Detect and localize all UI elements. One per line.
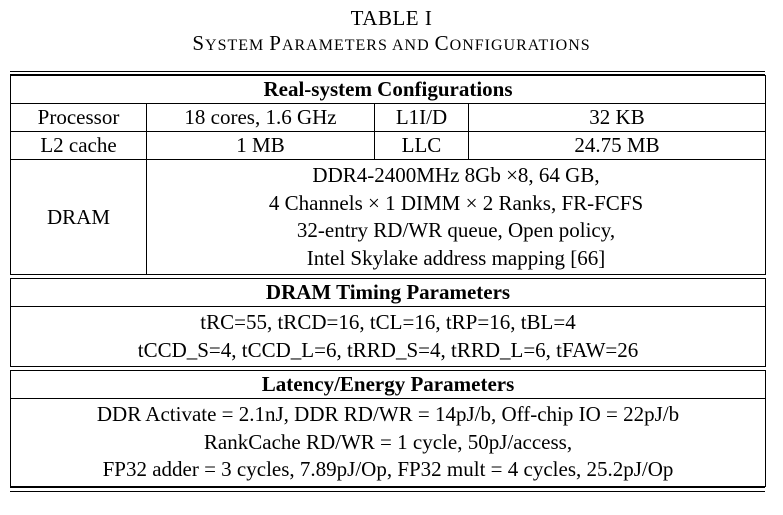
table-title: SYSTEM PARAMETERS AND CONFIGURATIONS	[192, 31, 591, 55]
section-heading-row: Real-system Configurations	[9, 75, 767, 104]
dram-line: 32-entry RD/WR queue, Open policy,	[296, 218, 616, 242]
l1-label: L1I/D	[374, 103, 469, 132]
section-heading-real-system: Real-system Configurations	[9, 75, 767, 104]
table-caption: TABLE I SYSTEM PARAMETERS AND CONFIGURAT…	[0, 0, 783, 59]
table-label: TABLE I	[350, 6, 433, 30]
section-heading-energy: Latency/Energy Parameters	[9, 370, 767, 399]
bottom-double-rule	[10, 486, 765, 492]
timing-line: tRC=55, tRCD=16, tCL=16, tRP=16, tBL=4	[200, 310, 576, 334]
energy-line: FP32 adder = 3 cycles, 7.89pJ/Op, FP32 m…	[102, 457, 674, 481]
processor-value: 18 cores, 1.6 GHz	[146, 103, 375, 132]
table-row: DRAM DDR4-2400MHz 8Gb ×8, 64 GB, 4 Chann…	[10, 159, 767, 275]
dram-line: 4 Channels × 1 DIMM × 2 Ranks, FR-FCFS	[268, 190, 644, 215]
parameters-table: Real-system Configurations Processor 18 …	[9, 71, 767, 492]
energy-line: RankCache RD/WR = 1 cycle, 50pJ/access,	[203, 429, 573, 454]
section-heading-row: DRAM Timing Parameters	[9, 278, 767, 307]
llc-value: 24.75 MB	[467, 131, 767, 160]
llc-label: LLC	[374, 131, 469, 160]
dram-label: DRAM	[10, 159, 147, 275]
top-double-rule	[10, 71, 765, 75]
energy-values: DDR Activate = 2.1nJ, DDR RD/WR = 14pJ/b…	[9, 398, 767, 487]
dram-line: DDR4-2400MHz 8Gb ×8, 64 GB,	[312, 163, 600, 187]
table-row: DDR Activate = 2.1nJ, DDR RD/WR = 14pJ/b…	[9, 398, 767, 487]
l1-value: 32 KB	[467, 103, 767, 132]
table-row: Processor 18 cores, 1.6 GHz L1I/D 32 KB	[10, 103, 767, 132]
section-heading-row: Latency/Energy Parameters	[9, 370, 767, 399]
processor-label: Processor	[10, 103, 147, 132]
dram-line: Intel Skylake address mapping [66]	[306, 245, 606, 270]
energy-line: DDR Activate = 2.1nJ, DDR RD/WR = 14pJ/b…	[96, 402, 680, 426]
section-heading-timing: DRAM Timing Parameters	[9, 278, 767, 307]
table-row: L2 cache 1 MB LLC 24.75 MB	[10, 131, 767, 160]
dram-value: DDR4-2400MHz 8Gb ×8, 64 GB, 4 Channels ×…	[145, 159, 767, 275]
timing-line: tCCD_S=4, tCCD_L=6, tRRD_S=4, tRRD_L=6, …	[137, 337, 639, 362]
table-row: tRC=55, tRCD=16, tCL=16, tRP=16, tBL=4 t…	[9, 306, 767, 367]
l2-value: 1 MB	[146, 131, 375, 160]
timing-values: tRC=55, tRCD=16, tCL=16, tRP=16, tBL=4 t…	[9, 306, 767, 367]
l2-label: L2 cache	[10, 131, 147, 160]
